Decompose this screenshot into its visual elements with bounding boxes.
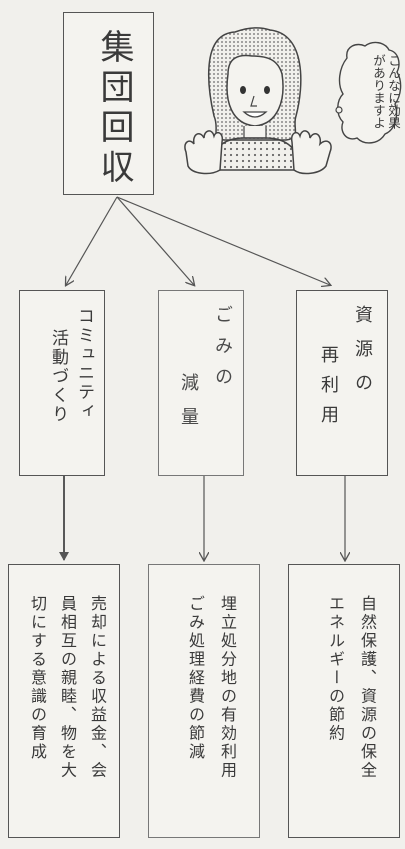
category-box-reduction: ごみの 減量 xyxy=(158,290,244,476)
woman-icon xyxy=(184,27,332,175)
category-label-community-line-2: 活動づくり xyxy=(48,329,68,424)
category-box-reuse: 資源の 再利用 xyxy=(296,290,388,476)
effect-reduction-line-1: 埋立処分地の有効利用 xyxy=(218,595,237,780)
effect-reduction-line-2: ごみ処理経費の節減 xyxy=(186,595,205,762)
speech-text: こんなに効果がありますよ xyxy=(371,54,401,129)
effect-reuse-line-1: 自然保護、資源の保全 xyxy=(358,595,377,780)
category-label-reduction-line-2: 減量 xyxy=(178,373,199,441)
main-title: 集団回収 xyxy=(94,29,134,189)
effect-box-reduction: 埋立処分地の有効利用 ごみ処理経費の節減 xyxy=(148,564,260,838)
effect-box-community: 売却による収益金、会 員相互の親睦、物を大 切にする意識の育成 xyxy=(8,564,120,838)
arrow-main-to-reuse xyxy=(116,196,330,285)
effect-reuse-line-2: エネルギーの節約 xyxy=(326,595,345,743)
arrow-main-to-community xyxy=(66,196,118,285)
effect-community-line-2: 員相互の親睦、物を大 xyxy=(58,595,77,780)
effect-box-reuse: 自然保護、資源の保全 エネルギーの節約 xyxy=(288,564,400,838)
category-label-reuse-line-2: 再利用 xyxy=(318,345,339,435)
bubble-shape xyxy=(335,41,402,144)
effect-community-line-1: 売却による収益金、会 xyxy=(88,595,107,780)
category-box-community: コミュニティ 活動づくり xyxy=(19,290,105,476)
character-illustration xyxy=(180,20,340,190)
effect-community-line-3: 切にする意識の育成 xyxy=(28,595,47,762)
category-label-reuse-line-1: 資源の xyxy=(352,305,373,407)
category-label-reduction-line-1: ごみの xyxy=(212,305,233,398)
speech-bubble: こんなに効果がありますよ xyxy=(335,38,403,158)
category-label-community-line-1: コミュニティ xyxy=(74,307,94,421)
arrow-main-to-reduction xyxy=(116,196,194,285)
main-box: 集団回収 xyxy=(63,12,154,195)
